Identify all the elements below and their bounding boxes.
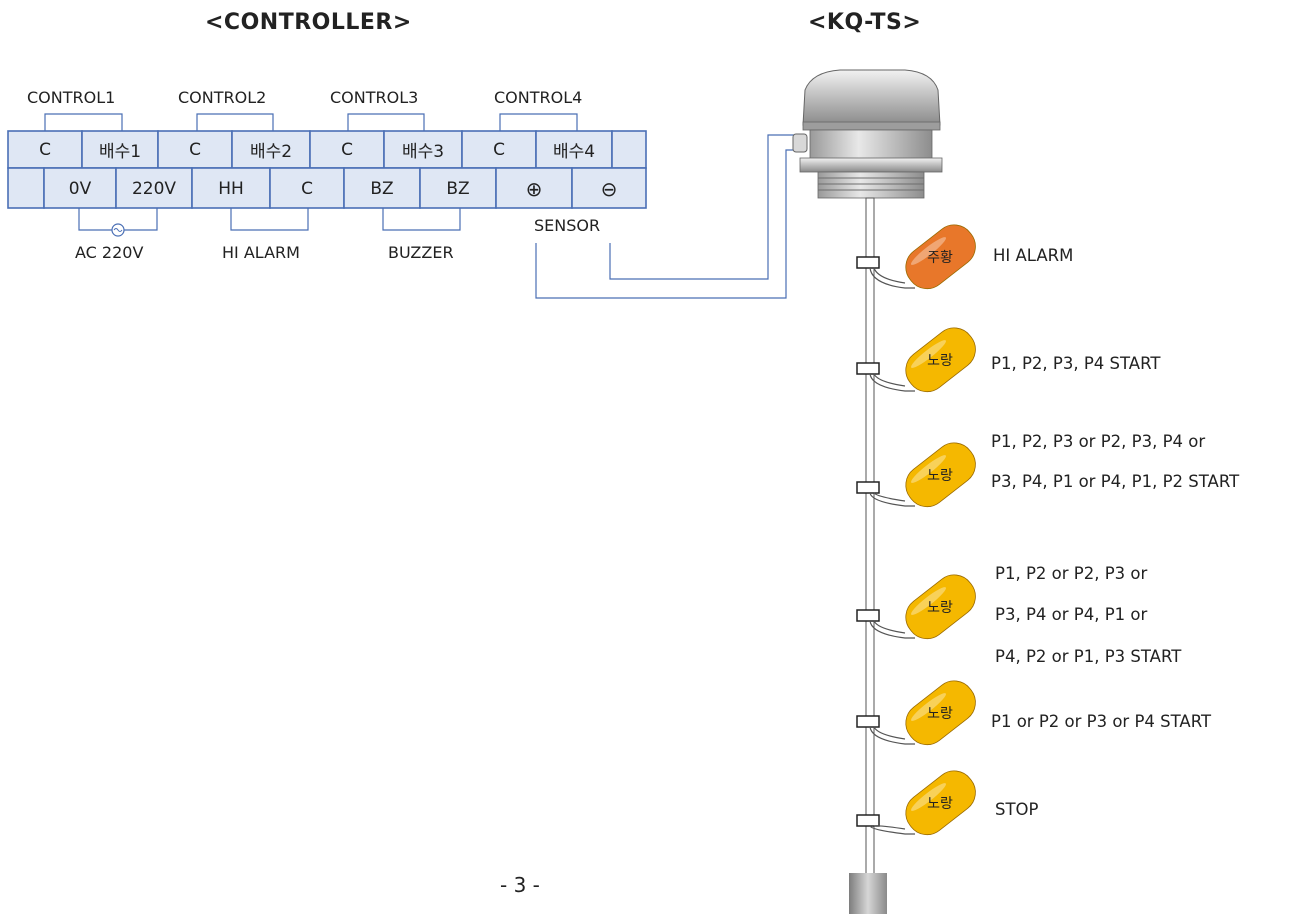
sensor-wires — [535, 134, 797, 299]
sensor-unit-title: <KQ-TS> — [808, 10, 922, 35]
terminal-top-blank — [612, 131, 646, 168]
float-desc-3a: P1, P2, P3 or P2, P3, P4 or — [991, 432, 1206, 451]
float-desc-4b: P3, P4 or P4, P1 or — [995, 605, 1148, 624]
controller-title: <CONTROLLER> — [205, 10, 412, 35]
terminal-bottom-0v: 0V — [68, 178, 92, 199]
terminal-bottom-hh: HH — [218, 178, 244, 199]
terminal-top-c2: C — [189, 139, 201, 160]
terminal-bottom-blank — [8, 170, 44, 207]
sensor-label: SENSOR — [534, 216, 601, 235]
float-desc-5: P1 or P2 or P3 or P4 START — [991, 712, 1212, 731]
control-label-3: CONTROL3 — [330, 88, 419, 107]
control-brackets — [44, 113, 578, 131]
page-number: - 3 - — [500, 873, 540, 897]
float-desc-4c: P4, P2 or P1, P3 START — [995, 647, 1182, 666]
terminal-top-drain2: 배수2 — [249, 142, 293, 162]
terminal-bottom-bz1: BZ — [370, 178, 394, 199]
float-desc-6: STOP — [995, 800, 1039, 819]
terminal-bottom-plus: ⊕ — [525, 176, 543, 201]
hi-alarm-label: HI ALARM — [222, 243, 300, 262]
float-desc-3b: P3, P4, P1 or P4, P1, P2 START — [991, 472, 1240, 491]
buzzer-label: BUZZER — [388, 243, 454, 262]
terminal-top-c4: C — [493, 139, 505, 160]
control-label-2: CONTROL2 — [178, 88, 267, 107]
terminal-bottom-c: C — [301, 178, 313, 199]
terminal-top-c1: C — [39, 139, 51, 160]
float-desc-1: HI ALARM — [993, 246, 1074, 265]
float-desc-2: P1, P2, P3, P4 START — [991, 354, 1161, 373]
terminal-bottom-220v: 220V — [131, 178, 177, 199]
float-desc-4a: P1, P2 or P2, P3 or — [995, 564, 1148, 583]
terminal-bottom-bz2: BZ — [446, 178, 470, 199]
terminal-top-c3: C — [341, 139, 353, 160]
terminal-top-drain1: 배수1 — [98, 142, 142, 162]
control-label-4: CONTROL4 — [494, 88, 583, 107]
terminal-bottom-minus: ⊖ — [600, 176, 618, 201]
kq-ts-head — [792, 69, 943, 199]
terminal-top-drain3: 배수3 — [401, 142, 445, 162]
terminal-top-drain4: 배수4 — [552, 142, 596, 162]
control-label-1: CONTROL1 — [27, 88, 116, 107]
power-label: AC 220V — [75, 243, 144, 262]
terminal-block — [7, 130, 647, 209]
